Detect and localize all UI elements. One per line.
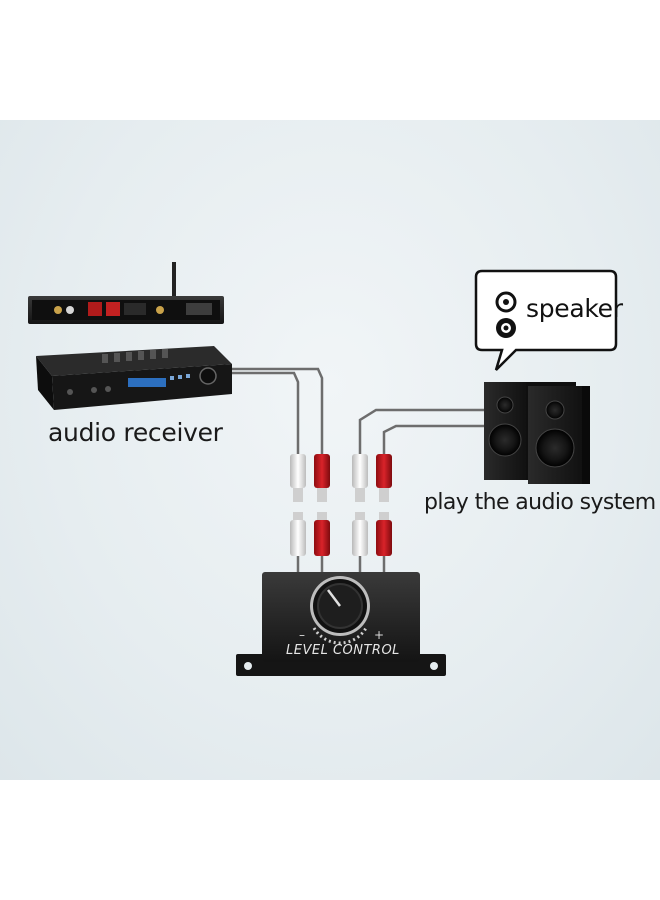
knob-plus-label: +	[374, 628, 385, 642]
rca-jacks-bottom	[290, 512, 392, 572]
audio-receiver	[36, 346, 232, 410]
image-panel: audio receiver play the audio system spe…	[0, 120, 660, 780]
knob-minus-label: –	[299, 628, 305, 642]
rca-plugs-top	[290, 454, 392, 502]
speaker-icon	[495, 291, 517, 338]
level-control-box	[236, 572, 446, 676]
illustration	[28, 262, 618, 676]
amplifier-back-panel	[28, 262, 224, 324]
receiver-cables	[232, 367, 324, 454]
speaker-bubble-label: speaker	[526, 294, 623, 323]
speaker-cables	[358, 408, 486, 454]
speakers	[484, 382, 590, 484]
receiver-label: audio receiver	[48, 418, 223, 447]
audio-system-label: play the audio system	[424, 490, 656, 515]
level-control-label: LEVEL CONTROL	[286, 643, 400, 658]
